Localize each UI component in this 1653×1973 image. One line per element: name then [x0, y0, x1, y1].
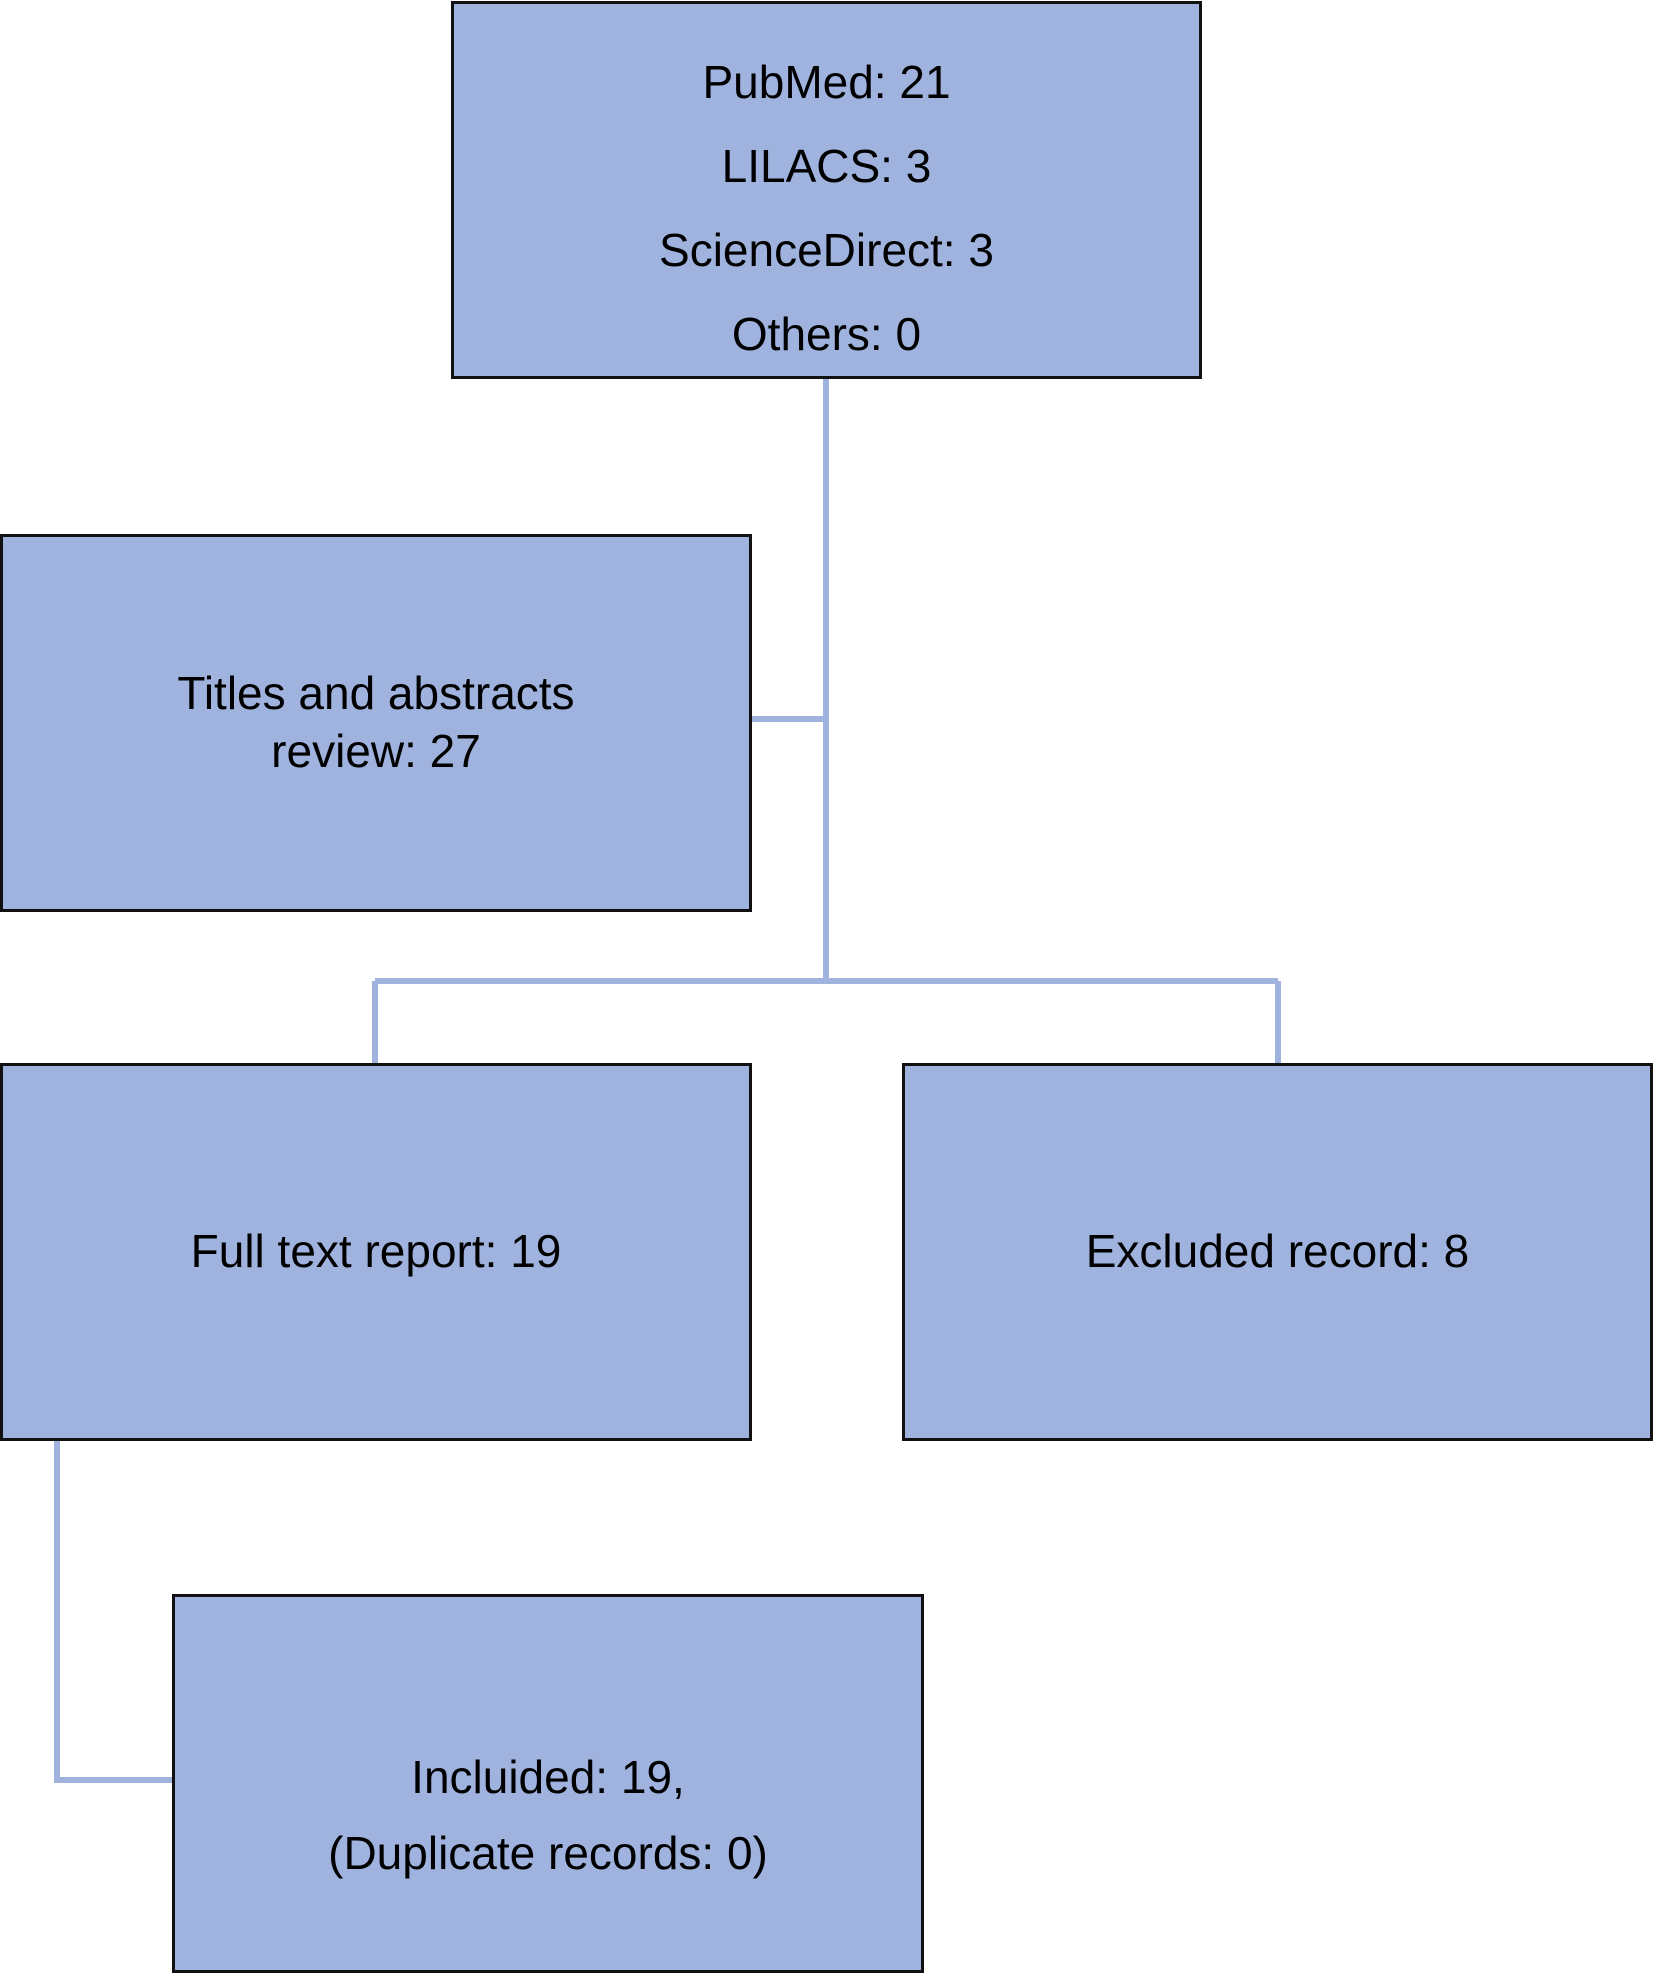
connector-group [54, 379, 1281, 1783]
sources-box: PubMed: 21 LILACS: 3 ScienceDirect: 3 Ot… [451, 1, 1202, 379]
included-box: Incluided: 19, (Duplicate records: 0) [172, 1594, 924, 1973]
duplicate-records-label: (Duplicate records: 0) [328, 1827, 768, 1879]
excluded-record-label: Excluded record: 8 [1085, 1225, 1470, 1277]
excluded-record-box: Excluded record: 8 [902, 1063, 1653, 1441]
titles-review-label-line-1: Titles and abstracts [177, 667, 575, 719]
titles-review-label-line-2: review: 27 [271, 725, 481, 777]
connector-fulltext-to-included [54, 1441, 172, 1783]
included-count-label: Incluided: 19, [411, 1751, 685, 1803]
source-sciencedirect-count: ScienceDirect: 3 [659, 224, 994, 276]
titles-abstracts-review-box: Titles and abstracts review: 27 [0, 534, 752, 912]
source-lilacs-count: LILACS: 3 [721, 140, 932, 192]
full-text-report-label: Full text report: 19 [190, 1225, 562, 1277]
source-others-count: Others: 0 [731, 308, 922, 360]
full-text-report-box: Full text report: 19 [0, 1063, 752, 1441]
source-pubmed-count: PubMed: 21 [702, 56, 951, 108]
